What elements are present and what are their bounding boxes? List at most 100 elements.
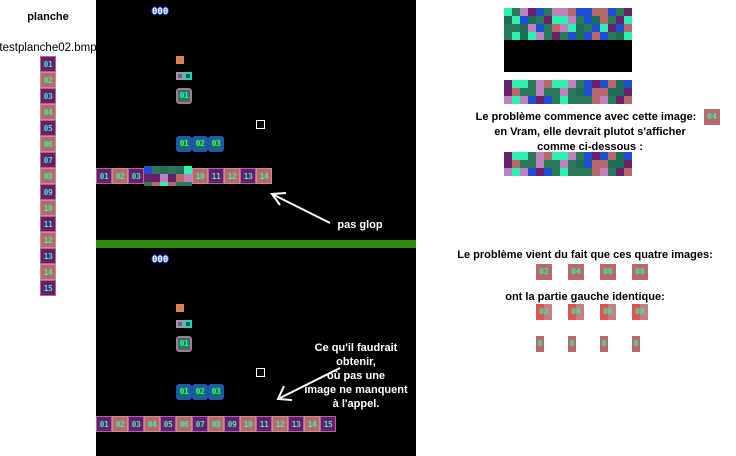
vram-pixel-block [576,32,584,40]
sprite-tile: 01 [176,336,192,352]
vram-pixel-block [576,160,584,168]
vram-pixel-block [504,88,512,96]
vram-pixel-block [560,168,568,176]
vram-pixel-block [536,88,544,96]
tilemap-tile: 04 [144,416,160,432]
vram-pixel-block [560,16,568,24]
vram-pixel-block [552,168,560,176]
vram-pixel-block [560,24,568,32]
tilemap-tile: 15 [320,416,336,432]
vram-pixel-block [616,168,624,176]
vram-pixel-block [568,160,576,168]
vram-pixel-block [504,152,512,160]
vram-pixel-block [584,88,592,96]
vram-pixel-block [152,174,160,182]
vram-pixel-block [624,152,632,160]
vram-pixel-block [184,166,192,174]
vram-pixel-block [600,16,608,24]
explanation-line3: comme ci-dessous : [537,141,643,153]
vram-pixel-block [536,160,544,168]
tilemap-tile: 02 [112,416,128,432]
vram-pixel-block [184,182,192,186]
vram-pixel-block [584,24,592,32]
explanation-tile-04: 04 [704,109,720,125]
sheet-tile: 06 [40,136,56,152]
vram-pixel-block [536,32,544,40]
vram-pixel-block [552,88,560,96]
sheet-tile: 02 [40,72,56,88]
vram-pixel-block [584,32,592,40]
vram-pixel-block [576,8,584,16]
vram-pixel-block [536,168,544,176]
vram-pixel-block [536,80,544,88]
vram-pixel-block [592,160,600,168]
sheet-tile: 08 [40,168,56,184]
vram-pixel-block [552,8,560,16]
vram-pixel-block [536,96,544,104]
tilemap-tile: 09 [224,416,240,432]
vram-pixel-block [600,24,608,32]
vram-pixel-block [544,96,552,104]
vram-view-strip [504,80,632,104]
same-left-text: ont la partie gauche identique: [505,291,665,303]
screen-divider [96,240,416,248]
vram-pixel-block [144,182,152,186]
vram-pixel-block [520,96,528,104]
vram-pixel-block [184,174,192,182]
sidebar-filename: testplanche02.bmp [0,42,97,54]
vram-pixel-block [536,24,544,32]
vram-pixel-block [616,32,624,40]
vram-pixel-block [616,160,624,168]
vram-pixel-block [528,168,536,176]
vram-pixel-block [520,160,528,168]
vram-pixel-block [616,8,624,16]
tilemap-tile: 06 [176,416,192,432]
vram-pixel-block [560,152,568,160]
vram-pixel-block [168,166,176,174]
vram-pixel-block [584,152,592,160]
vram-pixel-block [560,8,568,16]
vram-pixel-block [528,32,536,40]
sheet-tile: 09 [40,184,56,200]
vram-pixel-block [560,80,568,88]
vram-pixel-block [544,88,552,96]
tilemap-tile: 01 [96,416,112,432]
vram-pixel-block [504,16,512,24]
sheet-tile: 03 [40,88,56,104]
vram-pixel-block [576,96,584,104]
annotation-line: image ne manquent [304,384,408,396]
vram-pixel-block [504,8,512,16]
vram-pixel-block [592,88,600,96]
sheet-tile: 11 [40,216,56,232]
cause-tile: 04 [568,264,584,280]
vram-pixel-block [504,96,512,104]
tilemap-tile: 12 [272,416,288,432]
arrow-icon [276,367,341,401]
vram-pixel-block [512,168,520,176]
score-display: 000 [152,255,169,265]
vram-pixel-block [504,32,512,40]
vram-pixel-block [176,182,184,186]
vram-pixel-block [584,80,592,88]
explanation-line1: Le problème commence avec cette image: [475,111,697,123]
tilemap-tile: 07 [192,416,208,432]
vram-pixel-block [168,174,176,182]
vram-pixel-block [544,16,552,24]
vram-pixel-block [560,88,568,96]
vram-pixel-block [624,160,632,168]
annotation-line: Ce qu'il faudrait [314,342,398,354]
vram-pixel-block [608,96,616,104]
vram-view-broken [504,8,632,40]
left-half-tile: 0 [600,336,608,352]
vram-pixel-block [552,152,560,160]
vram-pixel-block [568,24,576,32]
vram-pixel-block [624,16,632,24]
sheet-tile: 05 [40,120,56,136]
sprite-square [176,72,184,80]
annotation-line: à l'appel. [332,398,380,410]
vram-pixel-block [616,88,624,96]
vram-pixel-block [584,16,592,24]
vram-pixel-block [152,182,160,186]
vram-pixel-block [512,32,520,40]
sprite-square [184,72,192,80]
